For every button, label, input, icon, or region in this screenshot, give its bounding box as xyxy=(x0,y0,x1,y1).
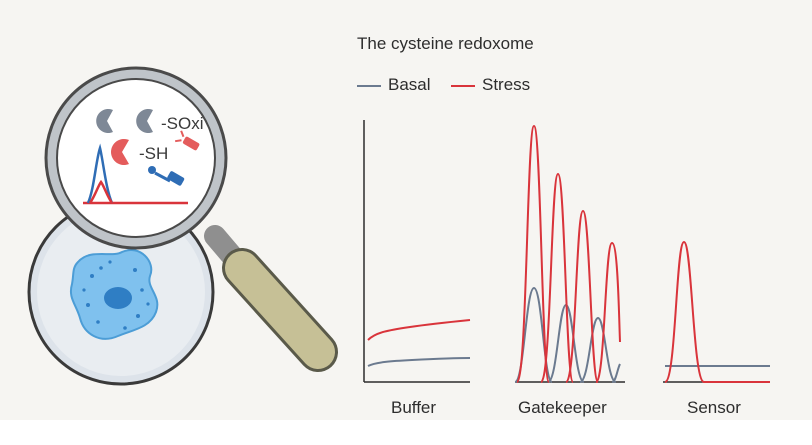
gatekeeper-stress-peak-3 xyxy=(565,209,599,383)
lens-content xyxy=(83,108,200,205)
gatekeeper-stress-peak-4 xyxy=(595,241,621,383)
panel-label-buffer: Buffer xyxy=(391,398,437,417)
panel-label-gatekeeper: Gatekeeper xyxy=(518,398,607,417)
gatekeeper-plot xyxy=(514,124,625,383)
magnifier-handle xyxy=(204,225,338,372)
red-probe-icon xyxy=(174,130,200,151)
oxidized-cysteine-icon xyxy=(136,109,153,133)
reduced-cysteine-icon xyxy=(111,139,129,165)
buffer-stress-curve xyxy=(367,319,471,341)
mini-peak-blue xyxy=(86,143,114,204)
magnifier-lens xyxy=(56,78,216,238)
legend-basal-label: Basal xyxy=(388,75,431,94)
magnifier-illustration xyxy=(27,66,338,386)
reduced-label: -SH xyxy=(139,144,168,163)
cysteine-pacman-icon xyxy=(96,108,113,133)
gatekeeper-stress-peak-1 xyxy=(516,124,550,383)
sensor-plot xyxy=(663,240,770,383)
mini-peak-red xyxy=(88,179,114,204)
gatekeeper-stress-peak-2 xyxy=(540,172,574,383)
buffer-plot xyxy=(363,120,471,383)
gatekeeper-basal-peak-3 xyxy=(579,316,617,383)
buffer-basal-curve xyxy=(367,357,471,367)
blue-probe-icon xyxy=(148,166,185,186)
panel-label-sensor: Sensor xyxy=(687,398,741,417)
legend-stress-label: Stress xyxy=(482,75,531,94)
gatekeeper-basal-peak-2 xyxy=(547,303,585,383)
oxidized-label: -SOxi xyxy=(161,114,204,133)
bottom-band xyxy=(0,420,812,445)
nucleus-icon xyxy=(104,287,132,309)
figure-title: The cysteine redoxome xyxy=(357,34,534,53)
sensor-stress-peak xyxy=(664,240,770,383)
